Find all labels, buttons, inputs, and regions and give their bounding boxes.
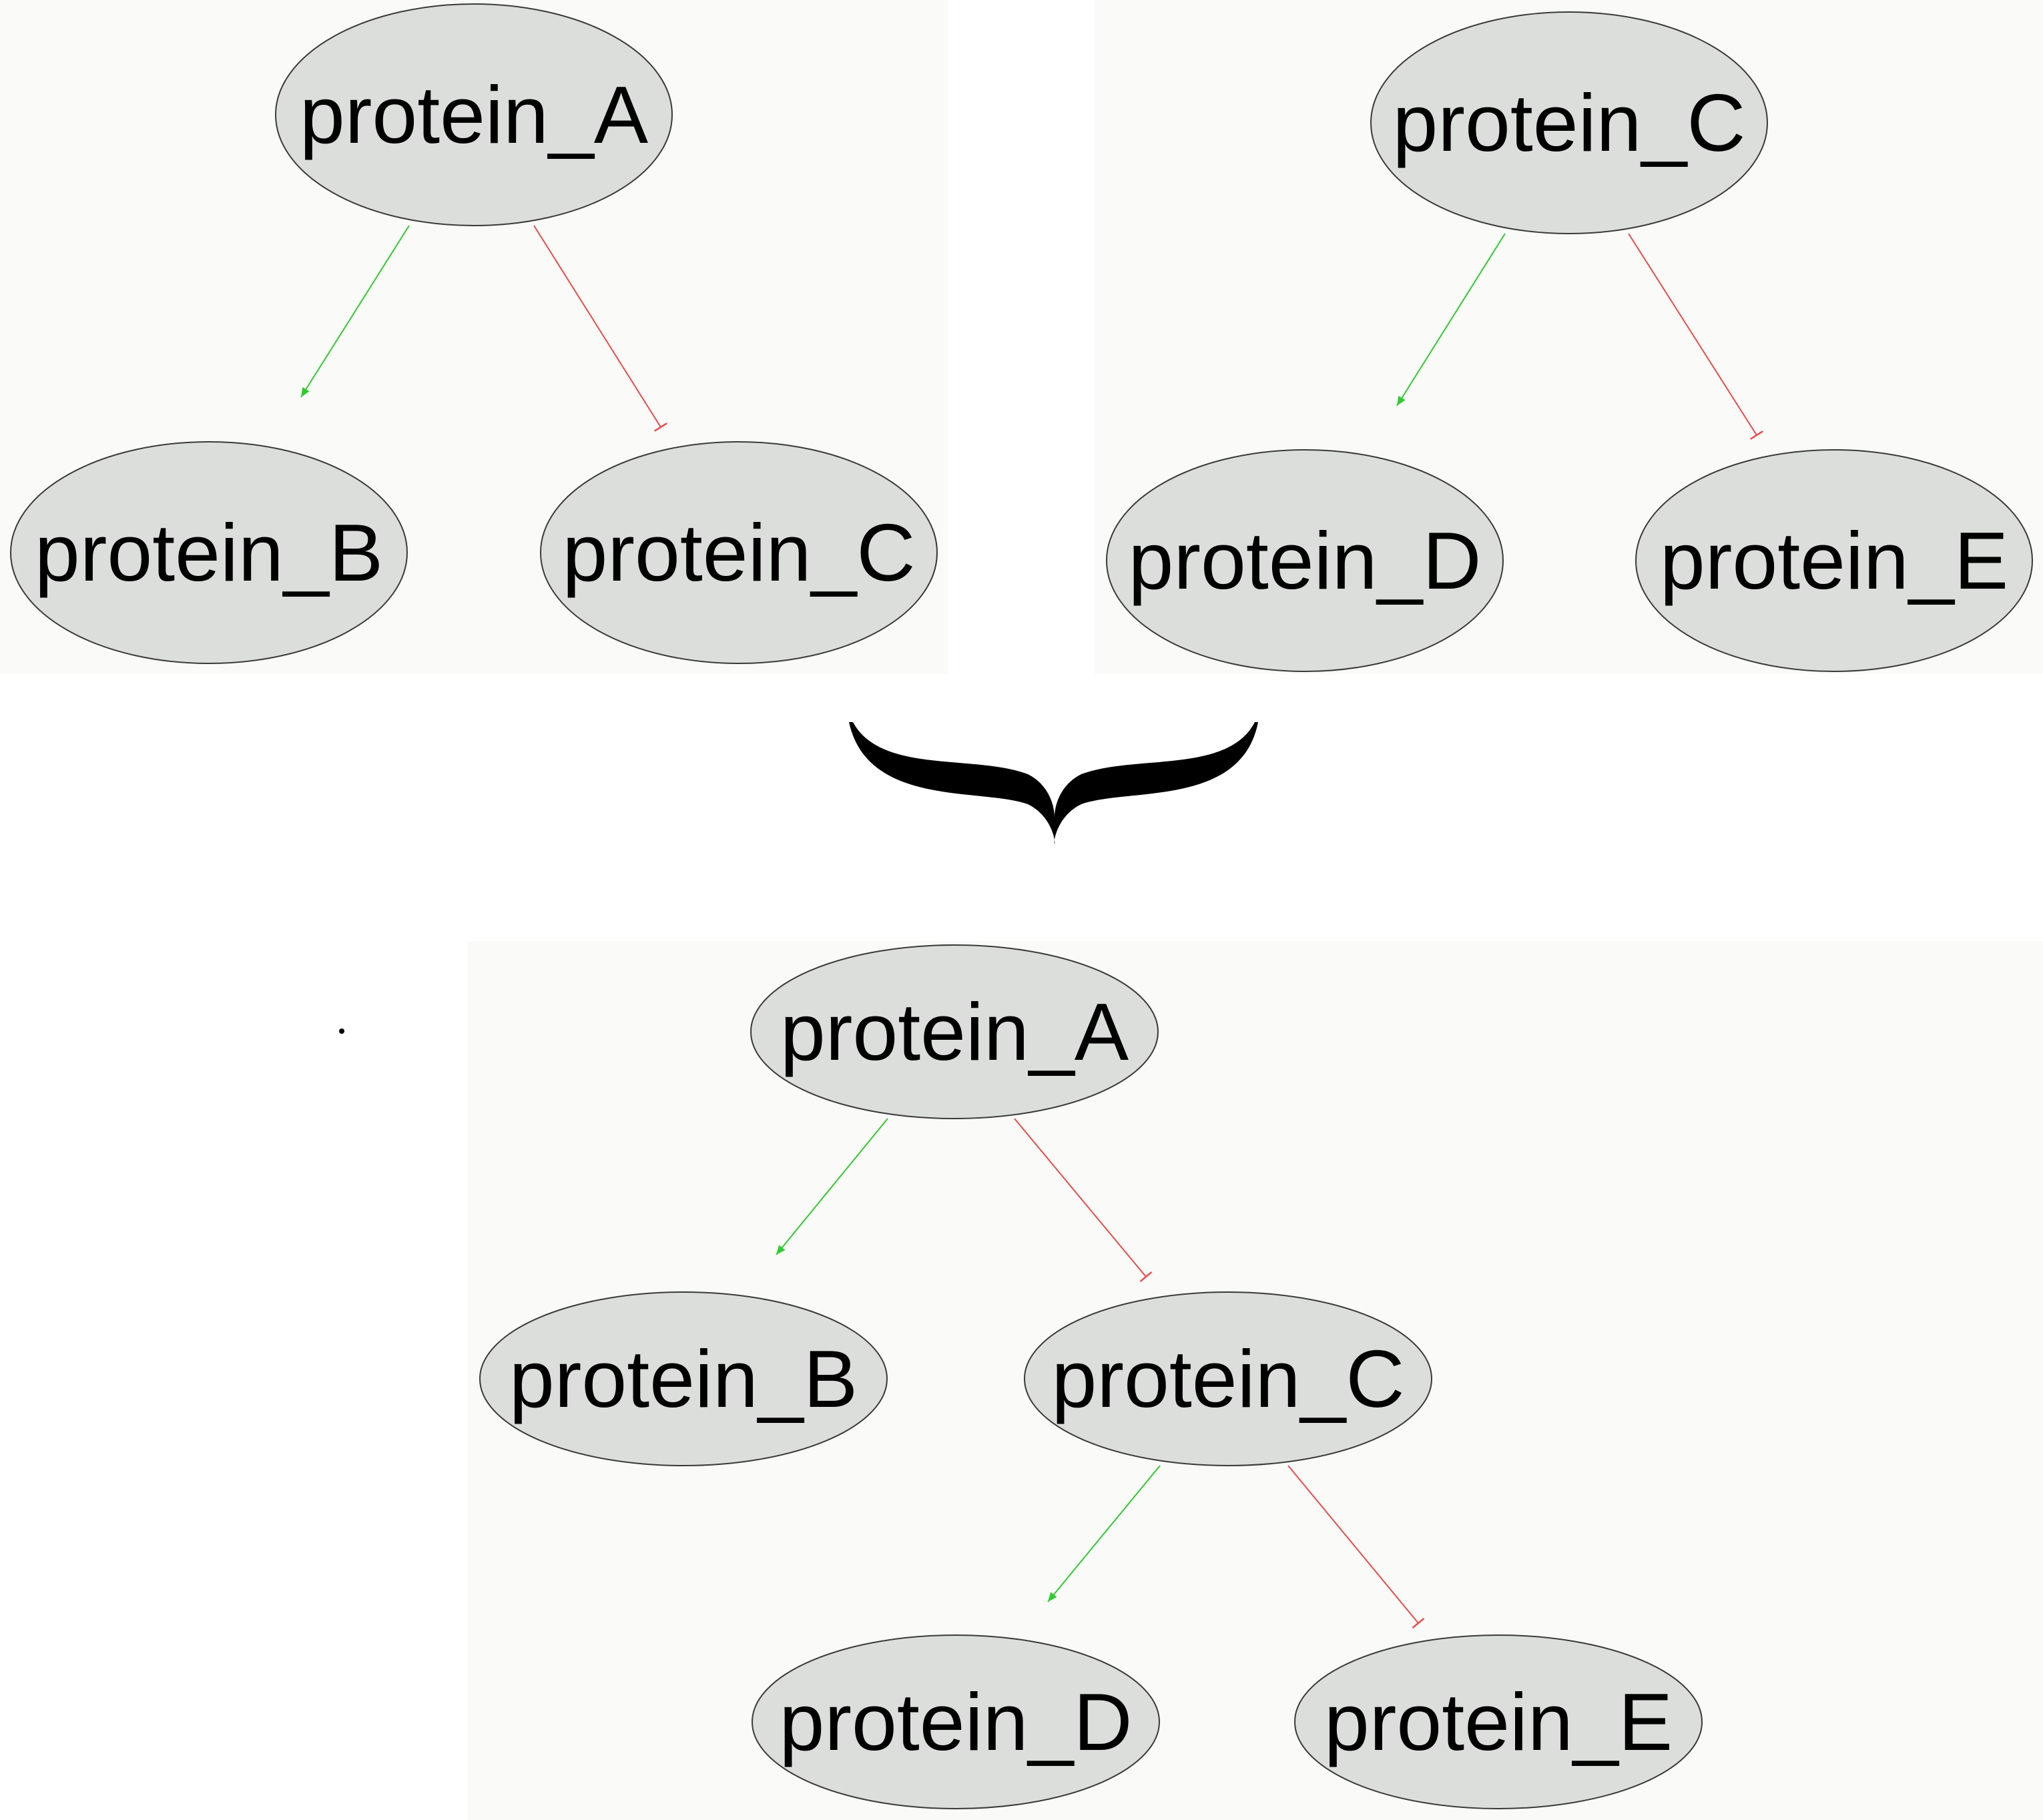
edge-activation [776, 1118, 888, 1255]
node-label: protein_C [1393, 77, 1746, 168]
node-protein-a[interactable]: protein_A [275, 3, 673, 226]
node-protein-c[interactable]: protein_C [1370, 11, 1768, 234]
node-label: protein_D [1129, 515, 1482, 606]
edge-inhibition [1628, 233, 1757, 436]
inhibition-tbar-icon [654, 422, 667, 432]
inhibition-tbar-icon [1750, 430, 1763, 440]
node-label: protein_A [780, 986, 1129, 1077]
activation-arrowhead-icon [1048, 1592, 1057, 1602]
inhibition-tbar-icon [1412, 1618, 1425, 1628]
node-label: protein_C [1052, 1333, 1405, 1424]
node-label: protein_A [300, 69, 649, 160]
node-protein-d[interactable]: protein_D [752, 1634, 1160, 1809]
edge-activation [300, 225, 410, 398]
node-protein-d[interactable]: protein_D [1106, 449, 1504, 672]
node-protein-b[interactable]: protein_B [10, 441, 408, 664]
merged-graph: protein_A protein_B protein_C protein_D … [479, 944, 1703, 1809]
activation-arrowhead-icon [301, 386, 310, 397]
input-right-graph: protein_C protein_D protein_E [1106, 11, 2033, 672]
merge-brace-icon [849, 722, 1258, 844]
edge-inhibition [1014, 1118, 1147, 1277]
input-left-graph: protein_A protein_B protein_C [10, 3, 938, 664]
edge-activation [1047, 1465, 1161, 1602]
stray-dot [339, 1028, 344, 1034]
node-label: protein_E [1660, 515, 2008, 606]
node-protein-c[interactable]: protein_C [1024, 1291, 1432, 1466]
edge-inhibition [1287, 1465, 1419, 1624]
node-label: protein_B [35, 507, 383, 598]
inhibition-tbar-icon [1139, 1271, 1153, 1282]
node-label: protein_E [1324, 1677, 1673, 1767]
edge-activation [1396, 233, 1506, 406]
node-label: protein_D [780, 1677, 1133, 1767]
node-label: protein_B [509, 1333, 858, 1424]
activation-arrowhead-icon [1397, 395, 1406, 406]
node-label: protein_C [563, 507, 916, 598]
edge-inhibition [533, 225, 661, 428]
node-protein-b[interactable]: protein_B [479, 1291, 888, 1466]
node-protein-e[interactable]: protein_E [1635, 449, 2033, 672]
node-protein-c[interactable]: protein_C [540, 441, 938, 664]
activation-arrowhead-icon [776, 1245, 786, 1255]
node-protein-e[interactable]: protein_E [1294, 1634, 1703, 1809]
node-protein-a[interactable]: protein_A [750, 944, 1159, 1119]
